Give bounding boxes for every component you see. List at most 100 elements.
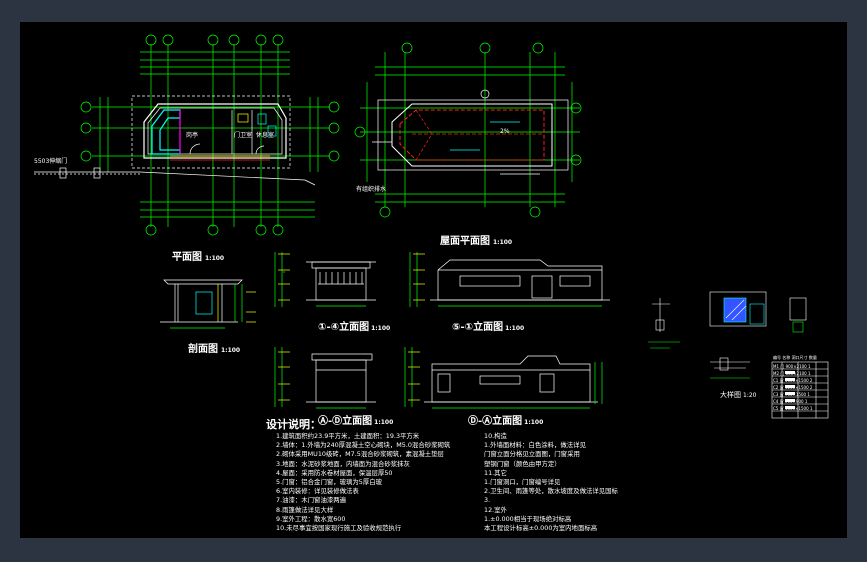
elevation-2 xyxy=(409,252,610,307)
plan-side-note: 5503伸缩门 xyxy=(34,158,68,165)
roof-plan xyxy=(354,42,582,218)
roof-note: 有组织排水 xyxy=(356,186,387,193)
table-cell: 1 xyxy=(804,399,808,404)
elevation-3-scale: 1:100 xyxy=(374,419,394,426)
plan-scale: 1:100 xyxy=(205,255,225,262)
table-header: 编号 名称 洞口尺寸 数量 xyxy=(773,354,817,361)
elevation-4-title-text: Ⓓ-Ⓐ立面图 xyxy=(468,416,523,427)
table-cell: M2 xyxy=(773,371,779,376)
table-cell: C5 xyxy=(773,406,779,411)
table-row: C1 窗 1500×1500 2 xyxy=(773,377,812,384)
elevation-2-title-text: ⑤-①立面图 xyxy=(452,322,504,333)
note-line: 1.建筑面积约23.9平方米，土建面积：19.3平方米 xyxy=(276,432,420,440)
table-cell: 窗 xyxy=(779,378,784,383)
elevation-4-scale: 1:100 xyxy=(524,419,544,426)
table-cell: 窗 xyxy=(779,392,784,397)
note-line: 10.构造 xyxy=(484,432,507,440)
table-cell: 门 xyxy=(780,371,785,376)
table-cell: C3 xyxy=(773,392,779,397)
table-cell: 1 xyxy=(808,371,811,376)
note-line: 2.墙体：1.外墙为240厚混凝土空心砌块，M5.0混合砂浆砌筑 xyxy=(276,441,451,450)
note-line: 6.室内装修：详见装修做法表 xyxy=(276,487,359,496)
table-row: C5 窗 1800×1500 1 xyxy=(773,405,812,412)
table-header-cell: 数量 xyxy=(808,355,817,360)
note-line: 门窗立面分格见立面图，门窗采用 xyxy=(484,450,580,459)
note-line: 12.室外 xyxy=(484,505,507,514)
note-line: 1.±0.000相当于现场绝对标高 xyxy=(484,514,572,523)
note-line: 4.屋面：采用防水卷材屋面，保温层厚50 xyxy=(276,468,393,477)
elevation-1 xyxy=(274,252,376,307)
floor-plan xyxy=(34,34,340,236)
note-line: 本工程设计标高±0.000为室内地面标高 xyxy=(484,524,598,533)
elevation-3 xyxy=(274,347,376,409)
plan-room-2: 门卫室 xyxy=(234,132,253,139)
note-line: 10.未尽事宜按国家现行施工及验收规范执行 xyxy=(276,524,402,533)
plan-room-1: 岗亭 xyxy=(186,132,199,139)
table-cell: C4 xyxy=(773,399,779,404)
section-scale: 1:100 xyxy=(221,347,241,354)
note-line: 9.室外工程：散水宽600 xyxy=(276,514,346,523)
note-line: 塑钢门窗（颜色由甲方定） xyxy=(484,459,561,468)
note-line: 3. xyxy=(484,496,491,505)
table-cell: 800×2100 xyxy=(785,371,807,376)
roof-slope: 2% xyxy=(500,128,510,135)
elevation-4 xyxy=(404,347,603,409)
roof-plan-title-text: 屋面平面图 xyxy=(440,236,490,247)
table-cell: 窗 xyxy=(779,406,784,411)
table-row: C4 窗 600×900 1 xyxy=(773,398,812,405)
roof-plan-scale: 1:100 xyxy=(493,239,513,246)
detail-title-text: 大样图 xyxy=(720,391,741,399)
table-cell: 1500×1500 xyxy=(784,378,809,383)
section-drawing xyxy=(160,279,256,329)
note-line: 7.油漆：木门窗油漆两遍 xyxy=(276,496,347,505)
table-header-cell: 洞口尺寸 xyxy=(791,355,808,360)
table-row: C2 窗 1200×1500 2 xyxy=(773,384,812,391)
table-cell: 1800×1500 xyxy=(784,406,809,411)
table-cell: 900×1500 xyxy=(784,392,807,397)
table-row: C3 窗 900×1500 1 xyxy=(773,391,812,398)
elevation-1-title-text: ①-④立面图 xyxy=(318,322,370,333)
table-cell: 1 xyxy=(807,392,810,397)
elevation-3-title-text: Ⓐ-Ⓓ立面图 xyxy=(318,416,373,427)
elevation-2-scale: 1:100 xyxy=(505,325,525,332)
note-line: 8.雨篷做法详见大样 xyxy=(276,505,334,514)
table-cell: M1 xyxy=(773,364,779,369)
table-cell: 1200×1500 xyxy=(784,385,809,390)
section-title-text: 剖面图 xyxy=(188,344,218,355)
detail-drawings xyxy=(648,291,829,419)
notes-left: 1.建筑面积约23.9平方米，土建面积：19.3平方米 2.墙体：1.外墙为24… xyxy=(276,432,450,533)
note-line: 2.砌体采用MU10级砖，M7.5混合砂浆砌筑，素混凝土垫层 xyxy=(276,450,444,459)
table-cell: 1 xyxy=(809,406,813,411)
note-line: 2.卫生间、雨篷等处，散水坡度及做法详见国标 xyxy=(484,487,618,496)
table-cell: 2 xyxy=(809,378,813,383)
plan-title-text: 平面图 xyxy=(172,252,202,263)
table-cell: C1 xyxy=(773,378,779,383)
detail-scale: 1:20 xyxy=(743,392,757,399)
table-cell: 1 xyxy=(808,364,811,369)
notes-heading: 设计说明： xyxy=(266,418,321,431)
table-cell: 窗 xyxy=(779,385,784,390)
cad-drawing xyxy=(34,34,829,419)
table-cell: C2 xyxy=(773,385,779,390)
door-window-table: 编号 名称 洞口尺寸 数量 xyxy=(773,354,817,361)
table-cell: 600×900 xyxy=(784,399,804,404)
table-row: M2 门 800×2100 1 xyxy=(773,370,812,377)
table-header-cell: 名称 xyxy=(782,355,791,360)
table-cell: 门 xyxy=(780,364,785,369)
plan-room-3: 休息室 xyxy=(256,132,275,139)
door-window-rows: M1 门 900×2100 1 M2 门 800×2100 1 C1 窗 150… xyxy=(773,363,812,412)
table-header-cell: 编号 xyxy=(773,355,781,360)
note-line: 3.地面：水泥砂浆地面，内墙面为混合砂浆抹灰 xyxy=(276,459,410,468)
notes-right: 10.构造 1.外墙面材料：白色涂料，做法详见 门窗立面分格见立面图，门窗采用 … xyxy=(484,432,618,533)
table-cell: 2 xyxy=(809,385,813,390)
table-cell: 窗 xyxy=(779,399,784,404)
table-cell: 900×2100 xyxy=(785,364,807,369)
